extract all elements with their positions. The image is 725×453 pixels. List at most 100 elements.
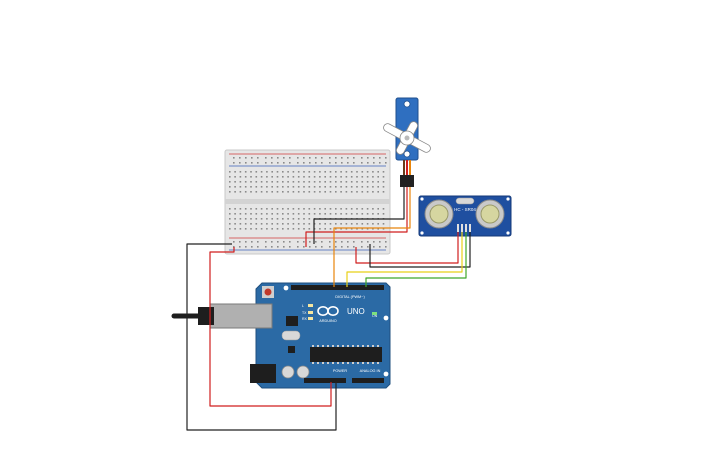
breadboard-hole [244, 181, 247, 183]
breadboard-hole [229, 208, 231, 210]
breadboard-hole [319, 176, 321, 178]
ultrasonic-sensor[interactable]: HC - SR04 [418, 195, 512, 237]
breadboard-hole [297, 241, 299, 243]
breadboard-hole [366, 171, 369, 173]
breadboard-hole [324, 191, 326, 193]
breadboard-hole [239, 186, 242, 188]
breadboard-hole [255, 223, 258, 225]
breadboard-hole [308, 208, 311, 210]
breadboard-hole [266, 191, 268, 193]
breadboard-hole [329, 228, 332, 230]
breadboard-hole [341, 246, 343, 248]
atmega-pin [352, 362, 354, 364]
breadboard-hole [319, 191, 321, 193]
breadboard-hole [377, 171, 379, 173]
breadboard-hole [379, 162, 381, 164]
led-on [372, 312, 377, 315]
breadboard-hole [341, 162, 343, 164]
breadboard-hole [239, 241, 241, 243]
breadboard-hole [276, 208, 279, 210]
breadboard-hole [303, 223, 305, 225]
wire-gnd-black[interactable] [186, 243, 337, 431]
breadboard-hole [315, 162, 317, 164]
sensor-pins [457, 224, 471, 232]
power-header [304, 378, 346, 383]
breadboard-hole [361, 186, 364, 188]
usb-connector [209, 303, 273, 329]
sensor-label: HC - SR04 [454, 207, 476, 212]
wire-sensor-trig-yellow[interactable] [346, 232, 463, 287]
breadboard-hole [271, 208, 273, 210]
atmega-pin [352, 345, 354, 347]
breadboard-hole [277, 157, 279, 159]
breadboard-hole [287, 191, 289, 193]
breadboard-hole [350, 176, 353, 178]
breadboard-hole [313, 181, 316, 183]
breadboard-hole [335, 208, 337, 210]
breadboard-hole [234, 213, 236, 215]
breadboard-hole [229, 171, 231, 173]
breadboard[interactable] [224, 149, 391, 255]
breadboard-hole [340, 171, 342, 173]
breadboard-hole [255, 181, 258, 183]
breadboard-hole [260, 176, 263, 178]
breadboard-hole [313, 213, 316, 215]
breadboard-hole [356, 223, 358, 225]
led-on-label: ON [372, 314, 378, 318]
servo-connector [400, 175, 414, 187]
wire-sensor-gnd-black[interactable] [369, 232, 471, 268]
breadboard-hole [303, 191, 305, 193]
breadboard-hole [234, 223, 236, 225]
breadboard-hole [266, 218, 268, 220]
breadboard-hole [234, 176, 236, 178]
breadboard-hole [361, 181, 364, 183]
arduino-uno-board[interactable]: DIGITAL (PWM~) UNO ARDUINO L TX RX ON PO… [171, 282, 391, 389]
breadboard-hole [308, 181, 311, 183]
wire-sensor-echo-green[interactable] [365, 232, 467, 287]
breadboard-hole [271, 186, 273, 188]
breadboard-hole [239, 157, 241, 159]
breadboard-hole [251, 241, 253, 243]
breadboard-hole [276, 181, 279, 183]
wire-sensor-vcc-red[interactable] [355, 232, 459, 264]
atmega-pin [317, 345, 319, 347]
breadboard-hole [377, 213, 379, 215]
breadboard-hole [356, 208, 358, 210]
breadboard-hole [276, 176, 279, 178]
breadboard-hole [345, 213, 348, 215]
breadboard-hole [350, 181, 353, 183]
wire-5v-red[interactable] [209, 247, 332, 407]
breadboard-hole [255, 213, 258, 215]
breadboard-hole [319, 208, 321, 210]
breadboard-hole [266, 181, 268, 183]
breadboard-hole [229, 218, 231, 220]
breadboard-hole [265, 162, 267, 164]
breadboard-hole [257, 246, 259, 248]
wire-servo-power-red[interactable] [305, 187, 408, 247]
breadboard-hole [377, 191, 379, 193]
sensor-mount-hole [506, 231, 510, 235]
wire-servo-signal-orange[interactable] [333, 187, 411, 287]
breadboard-hole [266, 176, 268, 178]
breadboard-hole [287, 171, 289, 173]
breadboard-hole [309, 241, 311, 243]
breadboard-hole [303, 228, 305, 230]
breadboard-hole [356, 228, 358, 230]
servo-motor[interactable] [382, 97, 432, 187]
breadboard-hole [292, 176, 295, 178]
breadboard-hole [276, 171, 279, 173]
breadboard-hole [303, 241, 305, 243]
servo-horn-icon [383, 121, 431, 155]
wire-servo-gnd-black[interactable] [313, 187, 405, 244]
breadboard-hole [340, 186, 342, 188]
breadboard-hole [250, 181, 252, 183]
wires [186, 187, 471, 431]
breadboard-hole [255, 171, 258, 173]
breadboard-hole [229, 186, 231, 188]
breadboard-hole [271, 241, 273, 243]
breadboard-hole [271, 246, 273, 248]
usb-chip [286, 316, 298, 326]
breadboard-hole [282, 181, 284, 183]
breadboard-hole [244, 186, 247, 188]
